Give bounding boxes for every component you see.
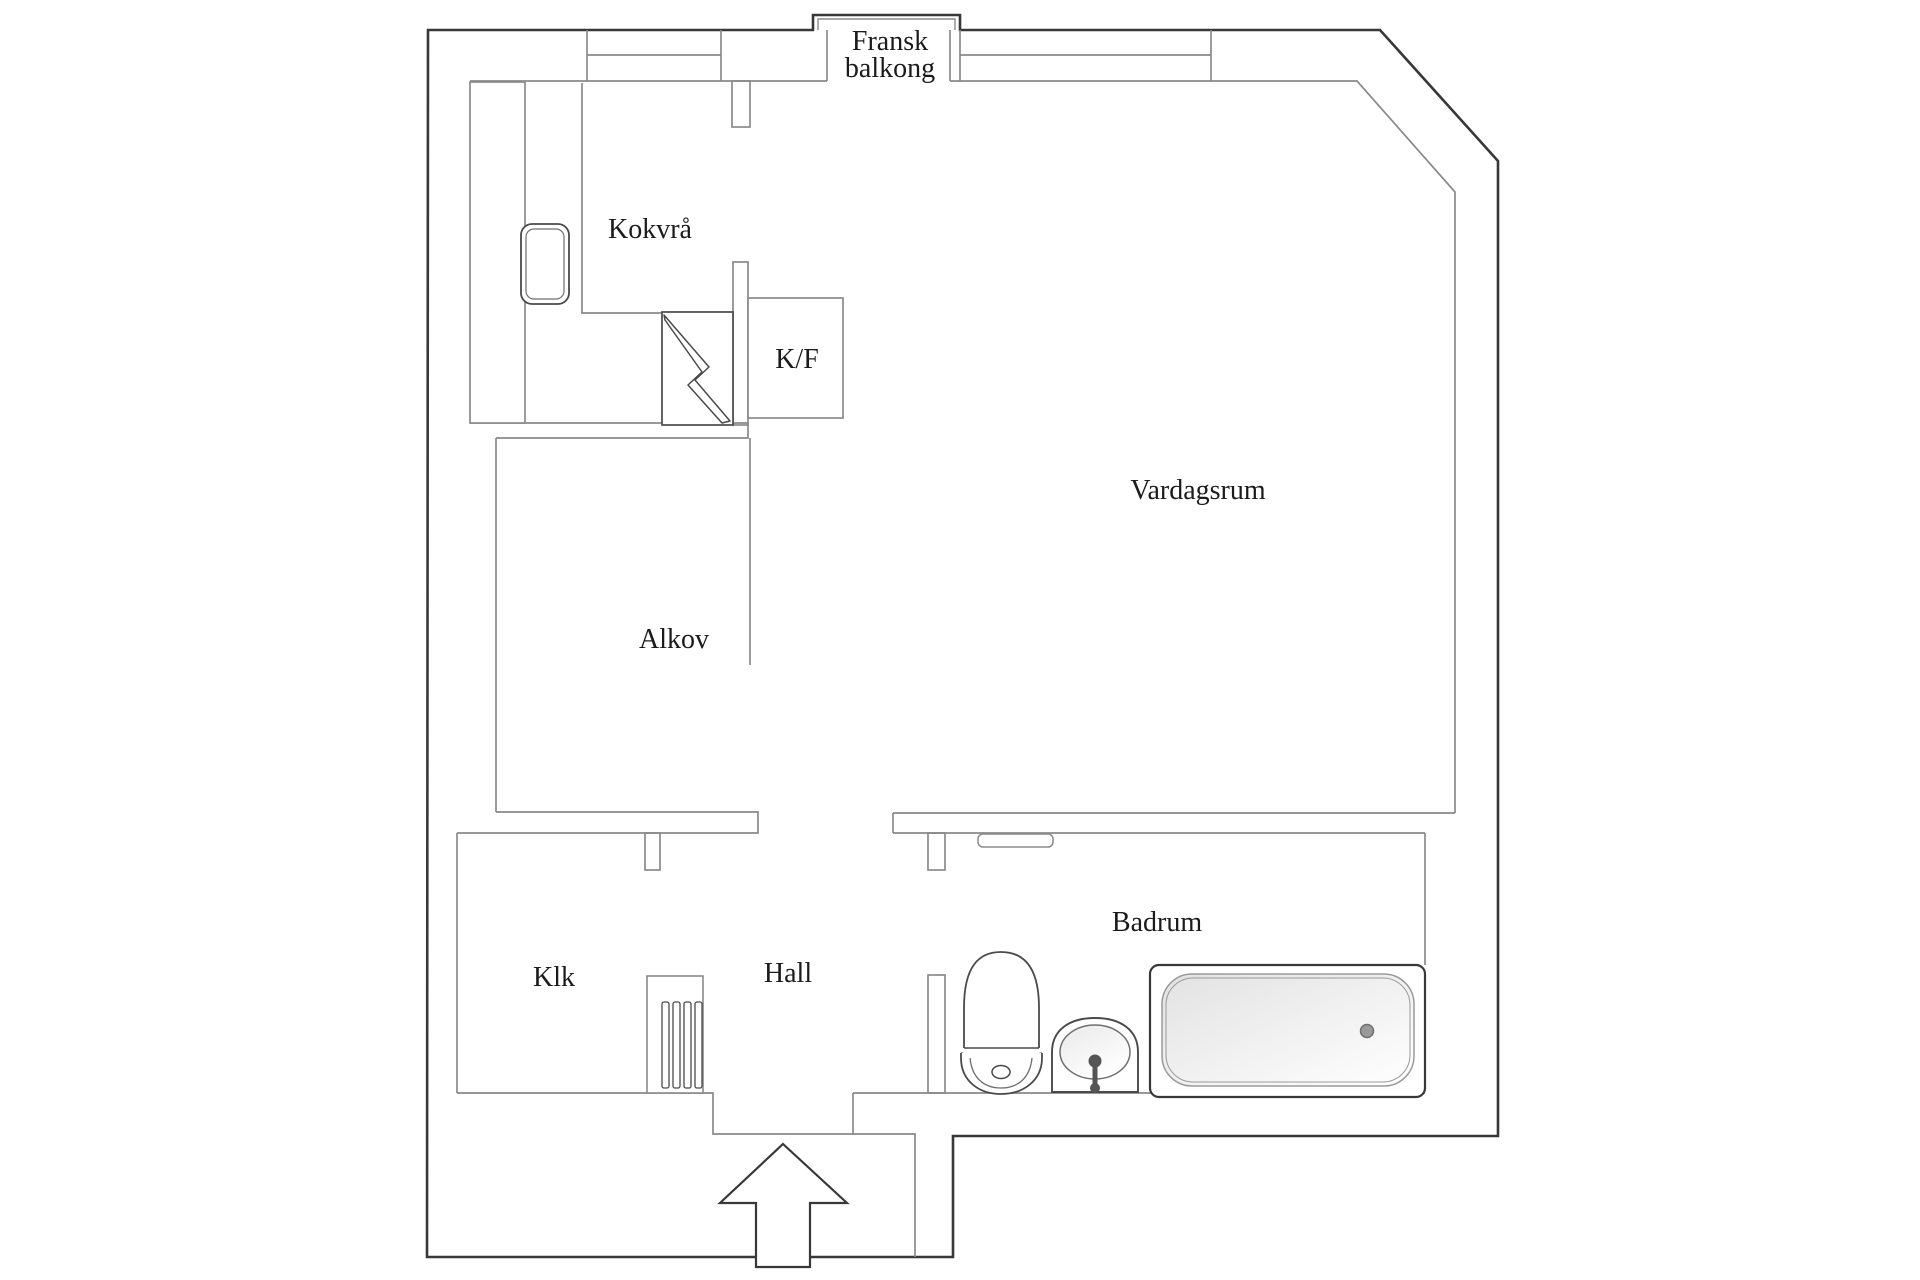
fridge-freezer-box [747, 297, 844, 419]
stove-lightning-icon [661, 311, 734, 426]
label-french-balcony-line1: Fransk [852, 26, 928, 57]
kitchen-counter [469, 81, 526, 424]
label-living-room: Vardagsrum [1130, 475, 1266, 506]
label-bathroom: Badrum [1112, 907, 1202, 938]
label-kitchenette: Kokvrå [608, 214, 693, 245]
washbasin-icon [1051, 1017, 1139, 1093]
cistern-shelf [977, 833, 1054, 848]
label-fridge-freezer: K/F [775, 344, 819, 375]
kitchen-sink-icon [520, 223, 570, 305]
inner-walls [456, 30, 1456, 1257]
room-labels: Fransk balkong Kokvrå K/F Vardagsrum Alk… [533, 26, 1266, 993]
louvre-door-icon [646, 975, 704, 1094]
label-french-balcony-line2: balkong [845, 53, 935, 84]
entrance-arrow-icon [717, 1142, 850, 1269]
french-balcony-railing [817, 18, 956, 30]
toilet-icon [960, 951, 1043, 1095]
label-alcove: Alkov [639, 624, 709, 655]
outer-walls [425, 13, 1500, 1259]
label-closet: Klk [533, 962, 575, 993]
label-hall: Hall [764, 958, 812, 989]
bathtub-icon [1148, 963, 1427, 1099]
